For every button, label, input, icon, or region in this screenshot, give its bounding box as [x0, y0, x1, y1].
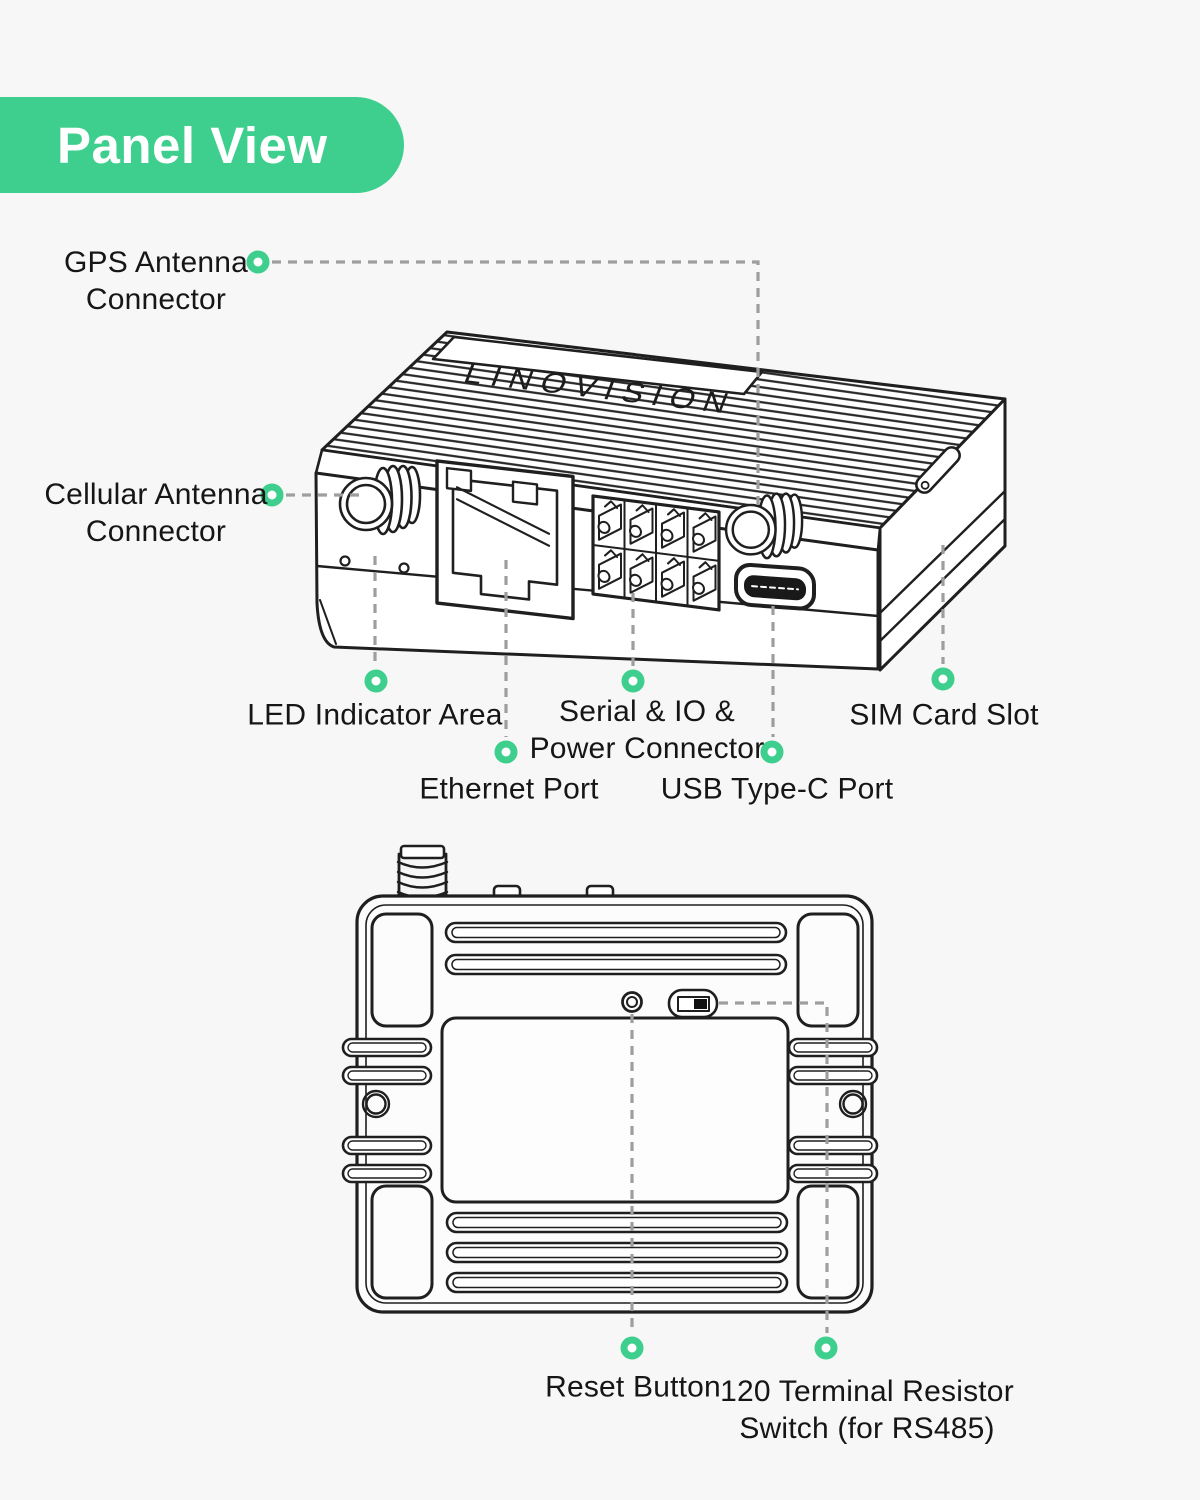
callout-lines	[272, 260, 945, 1333]
sim-card-slot-label: SIM Card Slot	[849, 698, 1039, 732]
callout-marker-usb	[760, 740, 784, 764]
bottom-panel-device	[341, 844, 879, 1314]
led-indicator-area-label: LED Indicator Area	[247, 698, 503, 732]
sim-card-slot-drawing	[915, 446, 961, 494]
page-title: Panel View	[57, 116, 328, 174]
callout-line-resistor-switch	[719, 1001, 829, 1333]
callout-marker-gps	[246, 250, 270, 274]
serial-io-power-connector-label: Serial & IO & Power Connector	[529, 695, 765, 765]
callout-marker-resistor-switch	[814, 1336, 838, 1360]
terminal-resistor-switch-label: 120 Terminal Resistor Switch (for RS485)	[720, 1375, 1014, 1445]
label-plate	[440, 1016, 790, 1204]
callout-marker-serial	[621, 669, 645, 693]
ethernet-port-drawing	[435, 459, 575, 621]
reset-button-drawing	[621, 991, 643, 1013]
gps-antenna-connector-label: GPS Antenna Connector	[63, 246, 249, 316]
callout-marker-ethernet	[494, 740, 518, 764]
callout-marker-sim	[931, 667, 955, 691]
callout-marker-reset	[620, 1336, 644, 1360]
antenna-stub-drawing	[396, 844, 449, 902]
usb-c-port-drawing	[734, 563, 816, 611]
resistor-switch-drawing	[667, 988, 719, 1019]
led-holes	[339, 555, 410, 574]
screw-holes	[361, 1089, 868, 1119]
heatsink-top-face	[320, 330, 1007, 530]
usb-type-c-port-label: USB Type-C Port	[660, 772, 894, 806]
top-panel-device: LINOVISION	[314, 330, 1007, 672]
callout-marker-led	[364, 669, 388, 693]
terminal-block-drawing	[591, 494, 721, 612]
cellular-antenna-connector-label: Cellular Antenna Connector	[44, 478, 268, 548]
reset-button-label: Reset Button	[545, 1370, 721, 1404]
callout-marker-cellular	[260, 483, 284, 507]
ethernet-port-label: Ethernet Port	[419, 772, 599, 806]
panel-view-badge: Panel View	[0, 97, 404, 193]
callout-line-gps	[272, 260, 760, 512]
